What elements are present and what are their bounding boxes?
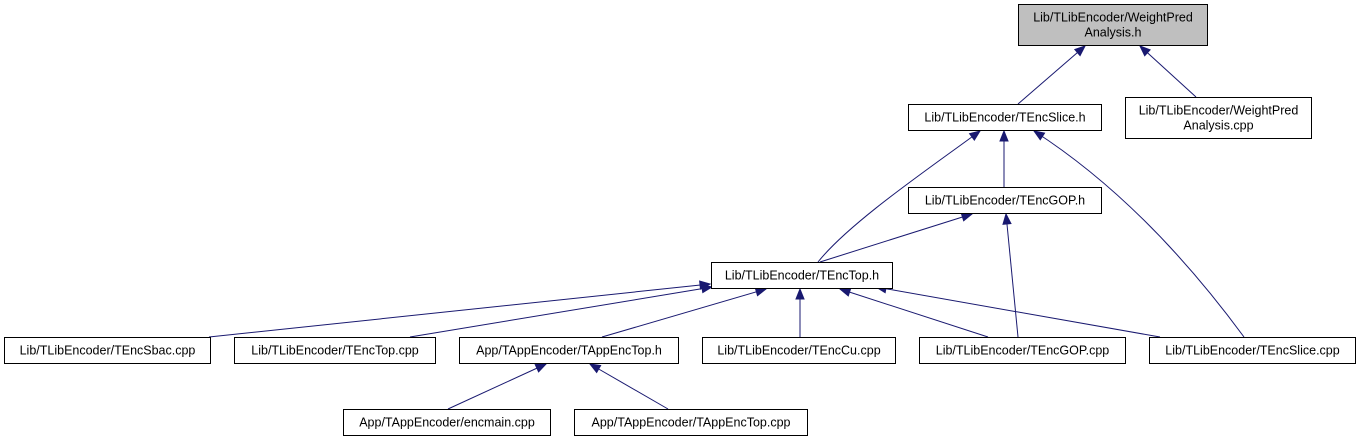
node-label: App/TAppEncoder/TAppEncTop.cpp bbox=[592, 416, 791, 430]
node-label: Lib/TLibEncoder/TEncSlice.cpp bbox=[1165, 344, 1339, 358]
edge-line bbox=[409, 286, 713, 338]
node-box bbox=[1149, 337, 1356, 364]
arrowhead-icon bbox=[1032, 130, 1046, 141]
node-label: Lib/TLibEncoder/TEncGOP.cpp bbox=[936, 344, 1110, 358]
node-tencsbac-cpp[interactable]: Lib/TLibEncoder/TEncSbac.cpp bbox=[4, 337, 211, 364]
edge-tencgop_cpp-to-tenctop_h bbox=[838, 287, 989, 338]
node-tencslice-h[interactable]: Lib/TLibEncoder/TEncSlice.h bbox=[908, 104, 1102, 131]
node-tenctop-cpp[interactable]: Lib/TLibEncoder/TEncTop.cpp bbox=[234, 337, 436, 364]
node-label: Analysis.h bbox=[1085, 26, 1142, 40]
node-box bbox=[4, 337, 211, 364]
edge-line bbox=[1005, 213, 1019, 338]
node-tenctop-h[interactable]: Lib/TLibEncoder/TEncTop.h bbox=[711, 262, 893, 289]
edge-line bbox=[208, 283, 711, 338]
node-box bbox=[343, 409, 551, 436]
arrowhead-icon bbox=[795, 287, 805, 300]
edge-tencslice_cpp-to-tencslice_h bbox=[1032, 130, 1245, 338]
arrowhead-icon bbox=[838, 287, 852, 297]
node-box bbox=[1125, 97, 1312, 139]
node-tencgop-h[interactable]: Lib/TLibEncoder/TEncGOP.h bbox=[908, 187, 1102, 214]
node-tappenctop-cpp[interactable]: App/TAppEncoder/TAppEncTop.cpp bbox=[574, 409, 808, 436]
node-box bbox=[919, 337, 1126, 364]
edge-tencslice_cpp-to-tenctop_h bbox=[874, 284, 1161, 338]
node-tencslice-cpp[interactable]: Lib/TLibEncoder/TEncSlice.cpp bbox=[1149, 337, 1356, 364]
arrowhead-icon bbox=[1002, 212, 1012, 225]
node-label: Lib/TLibEncoder/WeightPred bbox=[1033, 11, 1193, 25]
node-box bbox=[234, 337, 436, 364]
edge-weightpred_cpp-to-weightpred_h bbox=[1139, 45, 1197, 98]
edge-line bbox=[1033, 130, 1245, 338]
node-tencgop-cpp[interactable]: Lib/TLibEncoder/TEncGOP.cpp bbox=[919, 337, 1126, 364]
edge-line bbox=[589, 363, 669, 410]
arrowhead-icon bbox=[1139, 45, 1151, 57]
edge-line bbox=[875, 286, 1161, 338]
edge-line bbox=[601, 288, 767, 338]
arrowhead-icon bbox=[588, 363, 602, 374]
node-tappenctop-h[interactable]: App/TAppEncoder/TAppEncTop.h bbox=[459, 337, 679, 364]
node-label: Lib/TLibEncoder/TEncSbac.cpp bbox=[20, 344, 196, 358]
arrowhead-icon bbox=[700, 284, 714, 294]
node-label: Lib/TLibEncoder/WeightPred bbox=[1139, 104, 1299, 118]
node-label: App/TAppEncoder/encmain.cpp bbox=[359, 416, 535, 430]
arrowhead-icon bbox=[1073, 45, 1087, 57]
node-label: Lib/TLibEncoder/TEncSlice.h bbox=[924, 111, 1085, 125]
node-tenccu-cpp[interactable]: Lib/TLibEncoder/TEncCu.cpp bbox=[702, 337, 896, 364]
arrowhead-icon bbox=[534, 363, 548, 373]
arrowhead-icon bbox=[999, 129, 1009, 142]
edge-line bbox=[447, 363, 547, 410]
node-layer: Lib/TLibEncoder/WeightPredAnalysis.hLib/… bbox=[4, 4, 1356, 436]
node-box bbox=[1018, 4, 1208, 46]
node-encmain-cpp[interactable]: App/TAppEncoder/encmain.cpp bbox=[343, 409, 551, 436]
edge-tenctop_h-to-tencslice_h bbox=[817, 130, 982, 263]
node-box bbox=[908, 187, 1102, 214]
edge-line bbox=[1017, 45, 1086, 105]
node-box bbox=[702, 337, 896, 364]
node-label: Lib/TLibEncoder/TEncTop.cpp bbox=[251, 344, 419, 358]
node-label: Analysis.cpp bbox=[1183, 119, 1253, 133]
node-label: Lib/TLibEncoder/TEncTop.h bbox=[725, 269, 879, 283]
edge-tappenctop_h-to-tenctop_h bbox=[601, 287, 768, 338]
node-label: App/TAppEncoder/TAppEncTop.h bbox=[476, 344, 662, 358]
edge-line bbox=[839, 288, 989, 338]
edge-tenccu_cpp-to-tenctop_h bbox=[795, 287, 805, 337]
node-box bbox=[459, 337, 679, 364]
node-box bbox=[711, 262, 893, 289]
edge-tencgop_cpp-to-tencgop_h bbox=[1002, 212, 1019, 338]
edge-tenctop_h-to-tencgop_h bbox=[819, 212, 974, 263]
edge-tenctop_cpp-to-tenctop_h bbox=[409, 284, 714, 338]
arrowhead-icon bbox=[754, 287, 768, 297]
arrowhead-icon bbox=[968, 130, 982, 142]
edge-line bbox=[1139, 45, 1197, 98]
arrowhead-icon bbox=[960, 212, 974, 222]
node-box bbox=[908, 104, 1102, 131]
node-box bbox=[574, 409, 808, 436]
node-label: Lib/TLibEncoder/TEncGOP.h bbox=[925, 194, 1085, 208]
node-label: Lib/TLibEncoder/TEncCu.cpp bbox=[717, 344, 880, 358]
edge-line bbox=[817, 130, 981, 263]
edge-tencgop_h-to-tencslice_h bbox=[999, 129, 1009, 187]
edge-encmain_cpp-to-tappenctop_h bbox=[447, 363, 548, 410]
edge-tencslice_h-to-weightpred_h bbox=[1017, 45, 1087, 105]
edge-tappenctop_cpp-to-tappenctop_h bbox=[588, 363, 669, 410]
edge-line bbox=[819, 213, 973, 263]
